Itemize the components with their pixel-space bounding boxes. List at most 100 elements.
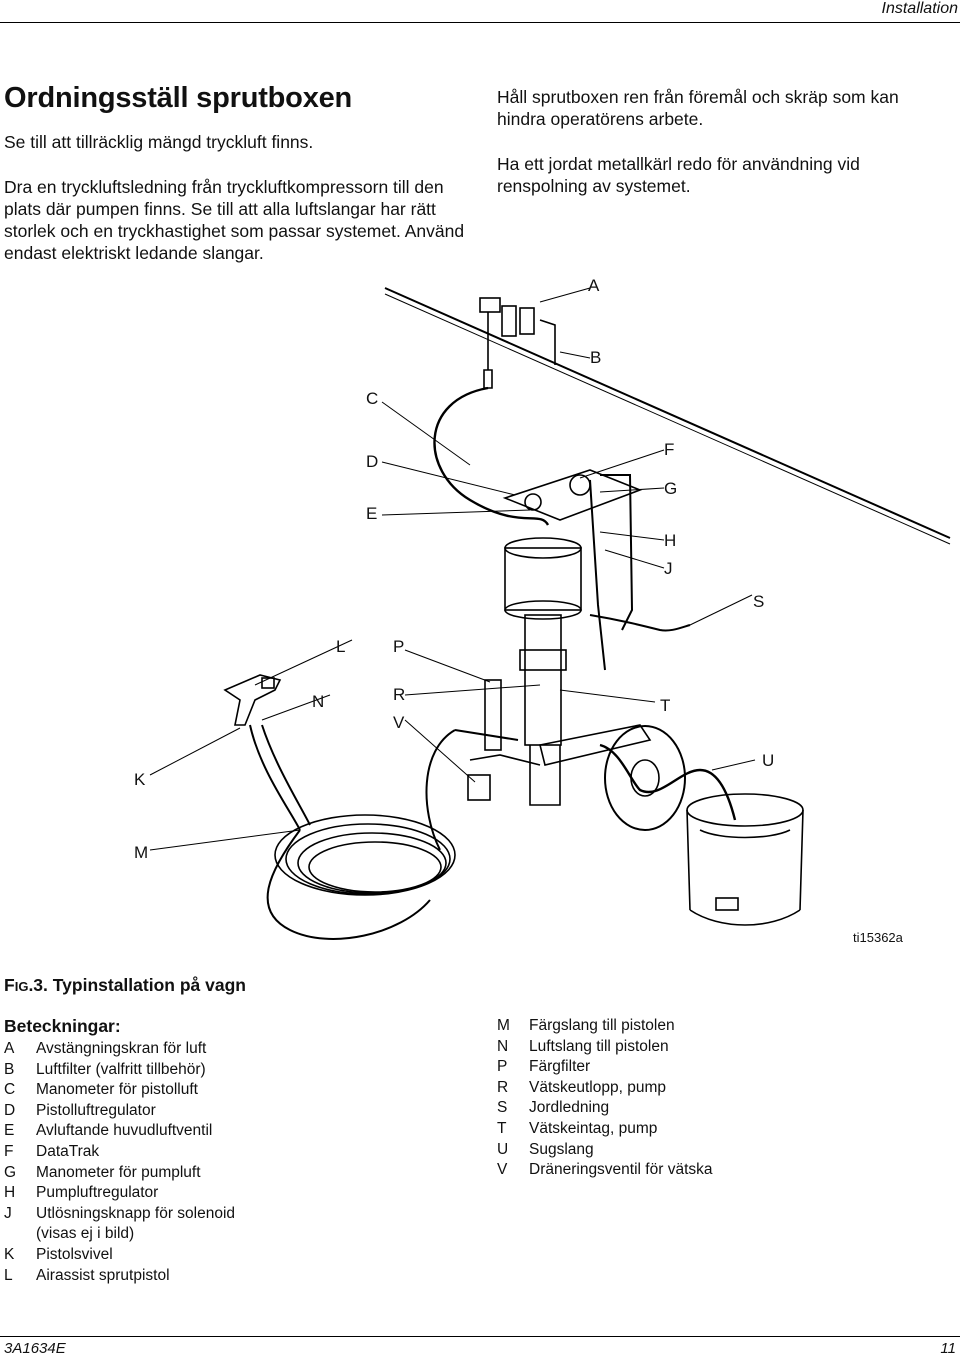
callout-H: H <box>664 531 677 550</box>
installation-illustration <box>149 287 951 940</box>
air-line-pipe <box>384 287 951 539</box>
callout-U: U <box>762 751 775 770</box>
callout-P: P <box>393 637 405 656</box>
page-title: Ordningsställ sprutboxen <box>4 82 353 114</box>
legend-value: Manometer för pumpluft <box>36 1163 201 1181</box>
legend-key: B <box>4 1060 15 1078</box>
hose-coil-3 <box>297 832 447 894</box>
legend-item: G Manometer för pumpluft <box>4 1163 474 1184</box>
legend-value: Pumpluftregulator <box>36 1184 159 1202</box>
cart-base <box>539 724 652 766</box>
legend-value: Avluftande huvudluftventil <box>36 1122 213 1140</box>
legend-key: D <box>4 1101 16 1119</box>
legend-key: S <box>497 1099 508 1117</box>
pump-packing-nut <box>519 649 567 671</box>
callout-M: M <box>134 843 149 862</box>
legend-item: H Pumpluftregulator <box>4 1183 474 1204</box>
cart-wheel <box>604 725 686 831</box>
legend-item: M Färgslang till pistolen <box>497 1016 937 1037</box>
legend-item: F DataTrak <box>4 1142 474 1163</box>
legend-value: Färgfilter <box>529 1058 591 1076</box>
suction-hose <box>599 743 737 821</box>
running-header: Installation <box>0 0 960 23</box>
air-filter-bowl <box>519 307 535 335</box>
gun-hose-upper-2 <box>261 724 311 826</box>
pail-sides <box>686 809 804 911</box>
legend-value: Luftslang till pistolen <box>529 1037 669 1055</box>
figure-id: ti15362a <box>853 930 903 945</box>
legend-value: Manometer för pistolluft <box>36 1081 198 1099</box>
footer-rule <box>0 1336 960 1337</box>
legend-value: DataTrak <box>36 1142 100 1160</box>
pail-bottom <box>689 909 801 926</box>
left-paragraph-2: Dra en tryckluftsledning från tryckluftk… <box>4 177 465 263</box>
callout-V: V <box>393 713 405 732</box>
legend-key: C <box>4 1081 16 1099</box>
supply-air-hose <box>433 386 550 526</box>
legend-item: A Avstängningskran för luft <box>4 1039 474 1060</box>
legend-key: P <box>497 1058 508 1076</box>
page-number: 11 <box>940 1340 956 1357</box>
document-number: 3A1634E <box>4 1340 66 1357</box>
legend-key: L <box>4 1266 13 1284</box>
air-filter <box>501 305 517 337</box>
fluid-filter <box>484 679 502 751</box>
callout-T: T <box>660 696 671 715</box>
cart-foot <box>469 754 541 766</box>
gun-hose-upper <box>249 724 301 831</box>
spray-gun-cap <box>261 677 275 689</box>
legend-key: N <box>497 1037 509 1055</box>
legend-value: Airassist sprutpistol <box>36 1266 170 1284</box>
legend-key: E <box>4 1122 15 1140</box>
callout-D: D <box>366 452 379 471</box>
caption-number: .3. <box>28 975 48 995</box>
legend-key: G <box>4 1163 17 1181</box>
legend-key: U <box>497 1140 509 1158</box>
legend-key: V <box>497 1161 508 1179</box>
legend-value: Avstängningskran för luft <box>36 1040 207 1057</box>
callout-B: B <box>590 348 602 367</box>
legend-value: (visas ej i bild) <box>36 1225 135 1243</box>
legend-key: A <box>4 1040 15 1057</box>
callout-N: N <box>312 692 325 711</box>
legend-item: D Pistolluftregulator <box>4 1101 474 1122</box>
right-paragraph-2: Ha ett jordat metallkärl redo för använd… <box>497 154 860 196</box>
callout-G: G <box>664 479 678 498</box>
legend-value: Vätskeintag, pump <box>529 1119 658 1137</box>
legend-value: Luftfilter (valfritt tillbehör) <box>36 1060 206 1078</box>
air-motor-body <box>504 547 582 611</box>
caption-text: Typinstallation på vagn <box>47 975 246 995</box>
legend-value: Färgslang till pistolen <box>529 1017 675 1034</box>
legend-key: M <box>497 1017 510 1034</box>
filter-pipe <box>539 319 556 365</box>
callout-C: C <box>366 389 379 408</box>
ground-wire <box>589 614 691 632</box>
legend-key: F <box>4 1142 14 1160</box>
hose-coil-2 <box>285 823 451 895</box>
drain-valve <box>467 774 491 801</box>
legend-item: P Färgfilter <box>497 1057 937 1078</box>
legend-title: Beteckningar: <box>4 1016 121 1036</box>
hose-coil-1 <box>274 814 456 896</box>
legend-value: Vätskeutlopp, pump <box>529 1078 667 1096</box>
air-line-pipe-edge <box>384 293 951 545</box>
legend-key: H <box>4 1184 16 1202</box>
legend-item: B Luftfilter (valfritt tillbehör) <box>4 1060 474 1081</box>
pail-band <box>699 829 791 839</box>
fluid-outlet-pipe <box>454 729 519 741</box>
fluid-hose-to-coil <box>425 729 456 851</box>
pump-intake <box>529 745 561 806</box>
callout-F: F <box>664 440 675 459</box>
air-drop-pipe <box>483 312 493 389</box>
figure-caption: FIG.3. Typinstallation på vagn <box>4 975 246 996</box>
legend-item: N Luftslang till pistolen <box>497 1037 937 1058</box>
caption-prefix-big: F <box>4 975 15 995</box>
legend-value: Sugslang <box>529 1140 594 1158</box>
callout-R: R <box>393 685 406 704</box>
right-paragraph-1: Håll sprutboxen ren från föremål och skr… <box>497 87 899 129</box>
legend-value: Pistolluftregulator <box>36 1101 156 1119</box>
